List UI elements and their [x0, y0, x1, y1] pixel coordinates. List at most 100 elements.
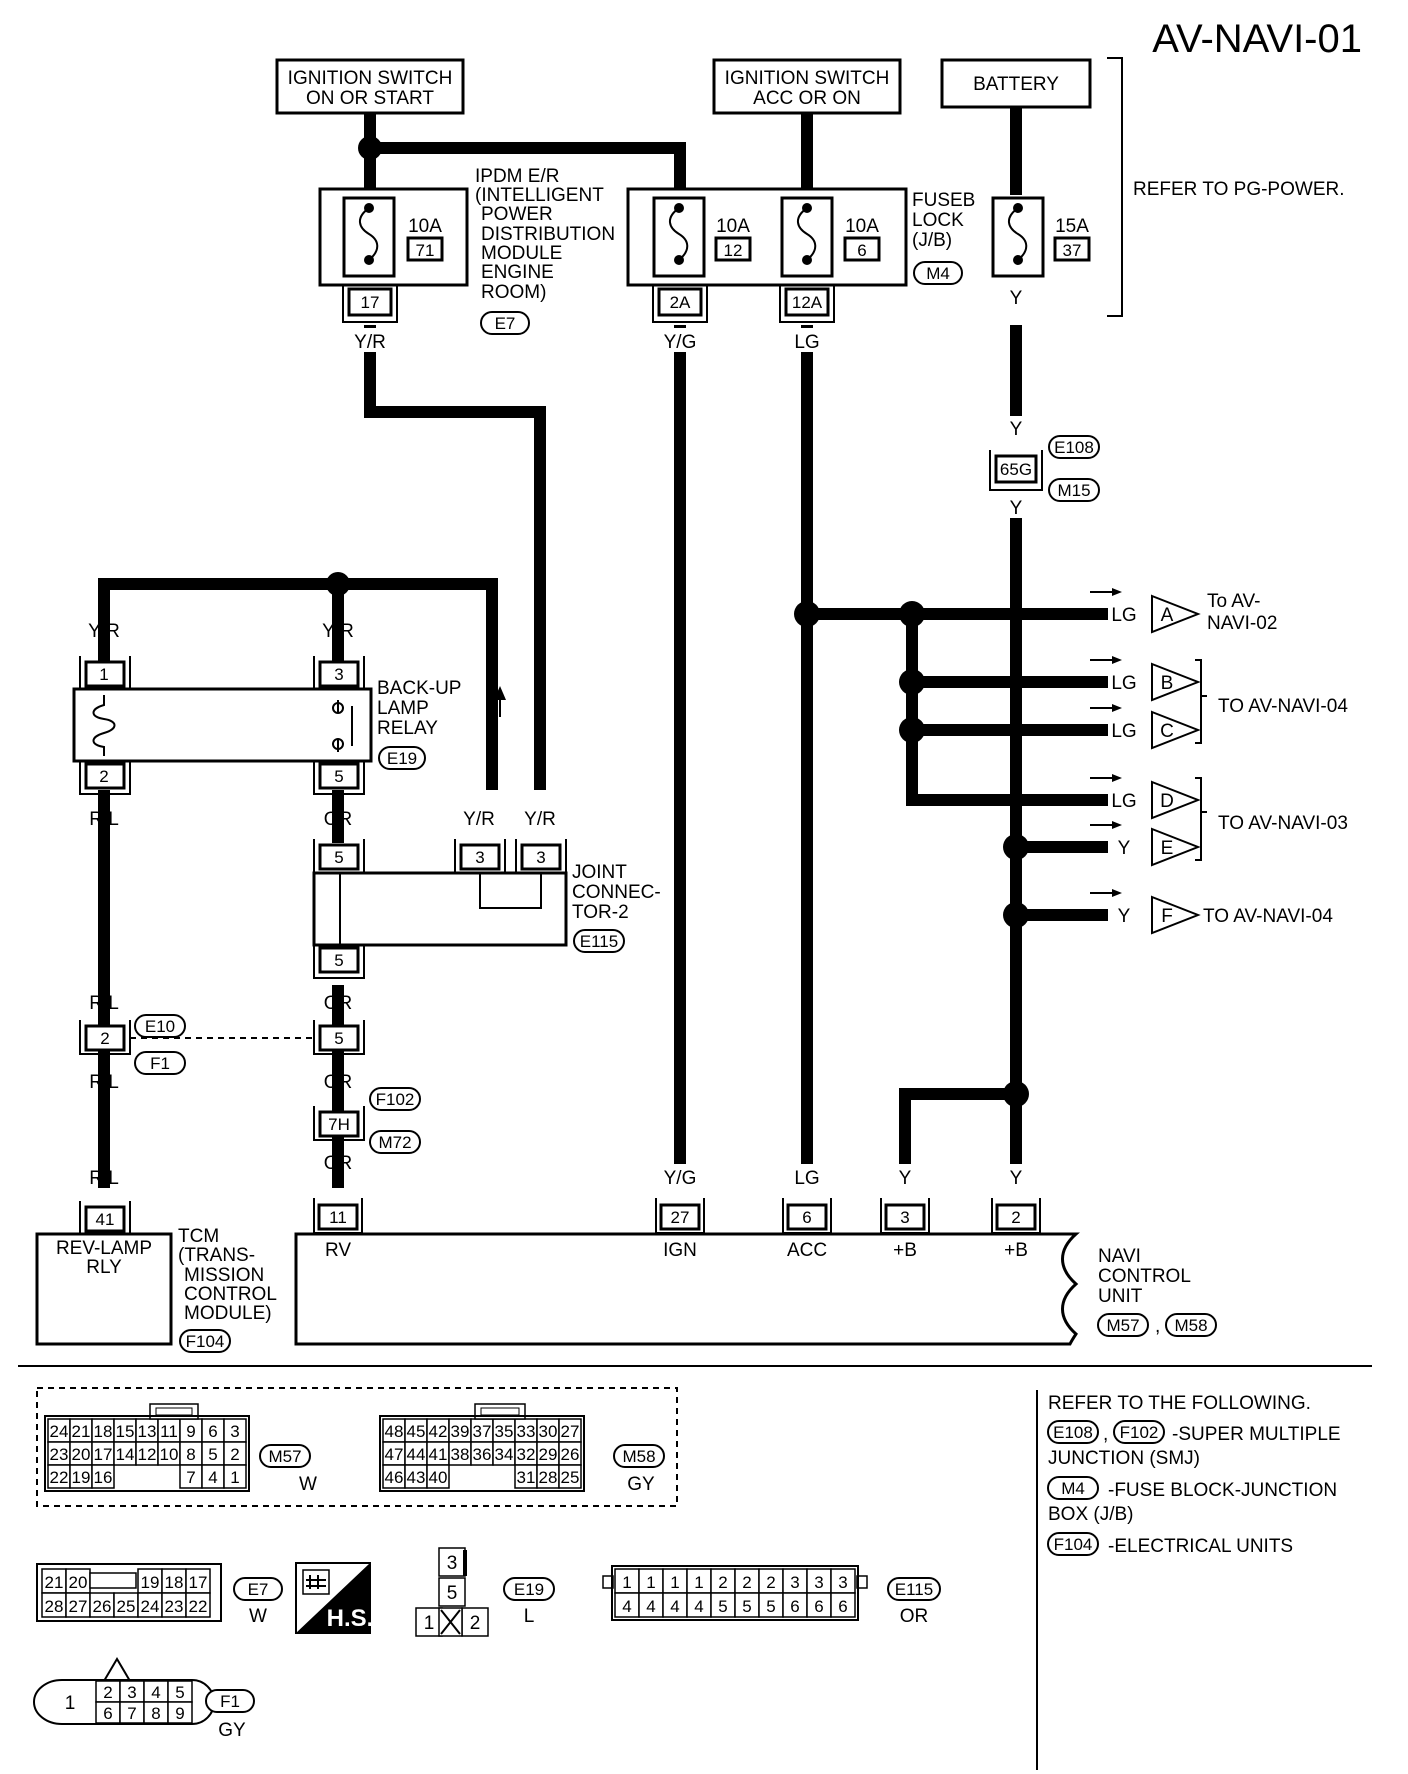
refer-pg-power-text: REFER TO PG-POWER. — [1133, 179, 1345, 200]
svg-text:43: 43 — [407, 1468, 426, 1487]
svg-text:Y: Y — [1010, 419, 1023, 440]
svg-text:+B: +B — [893, 1240, 917, 1261]
svg-text:1: 1 — [694, 1573, 703, 1592]
svg-text:6: 6 — [814, 1597, 823, 1616]
svg-text:3: 3 — [814, 1573, 823, 1592]
svg-text:BACK-UP: BACK-UP — [377, 678, 461, 699]
svg-text:E108: E108 — [1053, 1423, 1093, 1442]
svg-text:Y: Y — [1010, 498, 1023, 519]
svg-text:1: 1 — [230, 1468, 239, 1487]
svg-text:5: 5 — [334, 767, 343, 786]
svg-text:E19: E19 — [514, 1580, 544, 1599]
svg-text:4: 4 — [151, 1683, 160, 1702]
svg-text:+B: +B — [1004, 1240, 1028, 1261]
svg-text:IGN: IGN — [663, 1240, 697, 1261]
svg-text:ENGINE: ENGINE — [481, 262, 554, 283]
svg-text:L: L — [524, 1606, 535, 1627]
svg-text:4: 4 — [208, 1468, 217, 1487]
svg-text:ON OR START: ON OR START — [306, 88, 434, 109]
svg-text:E10: E10 — [145, 1017, 175, 1036]
svg-text:Y: Y — [1118, 838, 1131, 859]
svg-text:4: 4 — [694, 1597, 703, 1616]
ipdm-module: 10A 71 17 — [318, 187, 469, 323]
svg-text:10A: 10A — [716, 216, 750, 237]
svg-text:BATTERY: BATTERY — [973, 74, 1059, 95]
svg-text:22: 22 — [50, 1468, 69, 1487]
svg-text:32: 32 — [517, 1445, 536, 1464]
svg-text:21: 21 — [45, 1573, 64, 1592]
svg-text:27: 27 — [671, 1208, 690, 1227]
svg-text:M58: M58 — [622, 1447, 655, 1466]
svg-text:44: 44 — [407, 1445, 426, 1464]
svg-text:LG: LG — [794, 1168, 819, 1189]
svg-text:M57: M57 — [1106, 1316, 1139, 1335]
svg-text:CONTROL: CONTROL — [1098, 1266, 1191, 1287]
svg-text:RV: RV — [325, 1240, 351, 1261]
svg-text:12A: 12A — [792, 293, 823, 312]
svg-text:1: 1 — [99, 665, 108, 684]
svg-text:TO AV-NAVI-04: TO AV-NAVI-04 — [1203, 906, 1333, 927]
svg-text:M15: M15 — [1057, 481, 1090, 500]
svg-text:8: 8 — [186, 1445, 195, 1464]
svg-text:36: 36 — [473, 1445, 492, 1464]
svg-text:LAMP: LAMP — [377, 698, 429, 719]
backup-lamp-relay: Y/R Y/R 1 3 2 5 BACK-UP LAMP RELAY E19 — [72, 621, 506, 795]
svg-text:5: 5 — [766, 1597, 775, 1616]
svg-text:19: 19 — [72, 1468, 91, 1487]
ipdm-terminal: 17 — [361, 293, 380, 312]
svg-text:RELAY: RELAY — [377, 718, 438, 739]
svg-text:(INTELLIGENT: (INTELLIGENT — [475, 185, 604, 206]
svg-text:M57: M57 — [268, 1447, 301, 1466]
svg-text:14: 14 — [116, 1445, 135, 1464]
svg-text:25: 25 — [561, 1468, 580, 1487]
svg-text:LG: LG — [794, 332, 819, 353]
relay-connector: E19 — [387, 749, 417, 768]
svg-text:BOX (J/B): BOX (J/B) — [1048, 1504, 1134, 1525]
navi-pin-2: 2+B — [991, 1198, 1041, 1261]
svg-text:6: 6 — [103, 1704, 112, 1723]
svg-text:Y/R: Y/R — [88, 621, 120, 642]
svg-text:OR: OR — [324, 1153, 353, 1174]
svg-text:F1: F1 — [150, 1054, 170, 1073]
bottom-wire-labels: R/L Y/G LG Y Y — [89, 1164, 1026, 1189]
svg-text:MODULE: MODULE — [481, 243, 562, 264]
svg-text:C: C — [1160, 721, 1174, 742]
svg-text:DISTRIBUTION: DISTRIBUTION — [481, 224, 615, 245]
svg-text:9: 9 — [186, 1422, 195, 1441]
svg-text:37: 37 — [473, 1422, 492, 1441]
svg-text:17: 17 — [94, 1445, 113, 1464]
svg-text:-SUPER MULTIPLE: -SUPER MULTIPLE — [1172, 1424, 1341, 1445]
svg-text:18: 18 — [94, 1422, 113, 1441]
svg-text:2: 2 — [470, 1613, 481, 1634]
joint-connector-2: 5 3 3 5 JOINT CONNEC- TOR-2 E115 — [312, 839, 661, 979]
svg-text:20: 20 — [69, 1573, 88, 1592]
svg-text:H.S.: H.S. — [327, 1605, 374, 1632]
svg-text:CONNEC-: CONNEC- — [572, 882, 661, 903]
svg-text:LG: LG — [1111, 721, 1136, 742]
svg-text:Y/R: Y/R — [463, 809, 495, 830]
svg-text:R/L: R/L — [89, 1072, 119, 1093]
svg-text:JOINT: JOINT — [572, 862, 627, 883]
svg-text:M4: M4 — [1061, 1479, 1085, 1498]
svg-text:5: 5 — [334, 848, 343, 867]
svg-text:Y/R: Y/R — [354, 332, 386, 353]
svg-text:Y: Y — [1010, 288, 1023, 309]
wires — [98, 107, 1118, 1188]
svg-text:-FUSE BLOCK-JUNCTION: -FUSE BLOCK-JUNCTION — [1108, 1480, 1337, 1501]
svg-text:W: W — [249, 1606, 267, 1627]
svg-text:1: 1 — [622, 1573, 631, 1592]
svg-text:23: 23 — [165, 1597, 184, 1616]
svg-text:46: 46 — [385, 1468, 404, 1487]
page-title: AV-NAVI-01 — [1152, 17, 1362, 61]
svg-text:F: F — [1161, 906, 1173, 927]
svg-text:3: 3 — [790, 1573, 799, 1592]
wire-labels-top: Y/R Y/G LG Y — [352, 284, 1026, 353]
svg-text:E108: E108 — [1054, 438, 1094, 457]
svg-text:IGNITION SWITCH: IGNITION SWITCH — [288, 68, 453, 89]
svg-text:65G: 65G — [1000, 460, 1032, 479]
